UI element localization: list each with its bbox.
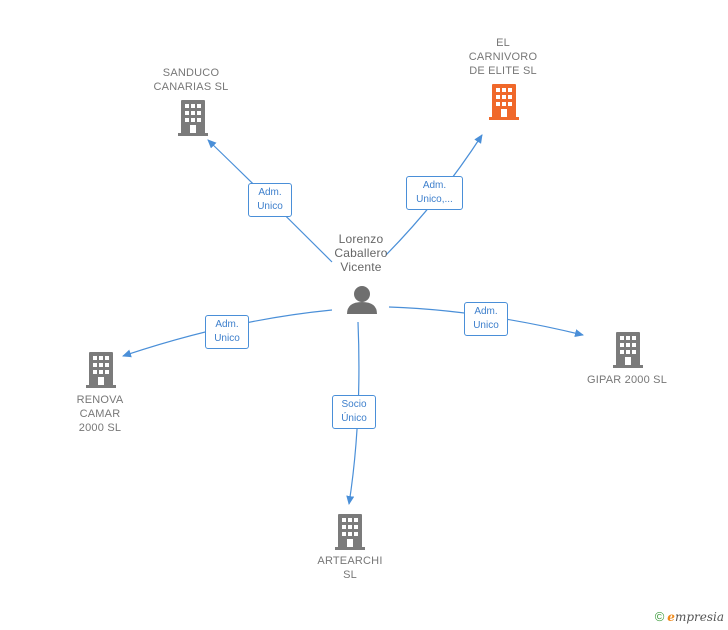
person-name-line: Vicente — [340, 260, 382, 274]
building-icon[interactable] — [613, 332, 643, 368]
edge-label-line: Adm. — [422, 180, 447, 191]
company-name-line: GIPAR 2000 SL — [586, 374, 668, 386]
company-label-sanduco[interactable]: SANDUCO CANARIAS SL — [136, 66, 246, 94]
edge-label-line: Adm. — [258, 187, 282, 198]
edge-label-line: Socio — [341, 399, 367, 410]
edge-label-artearchi: Socio Único — [332, 395, 376, 429]
company-label-artearchi[interactable]: ARTEARCHI SL — [295, 554, 405, 582]
edge-label-elcarnivoro: Adm. Unico,... — [406, 176, 463, 210]
edge-label-line: Adm. — [474, 306, 498, 317]
company-label-renova[interactable]: RENOVA CAMAR 2000 SL — [45, 393, 155, 435]
edge-label-line: Unico — [473, 320, 499, 331]
company-name-line: ARTEARCHI — [317, 555, 383, 567]
copyright-symbol: © — [654, 609, 665, 624]
company-name-line: 2000 SL — [78, 422, 122, 434]
edge-label-renova: Adm. Unico — [205, 315, 249, 349]
edge-label-gipar: Adm. Unico — [464, 302, 508, 336]
company-name-line: CANARIAS SL — [153, 81, 229, 93]
edge-label-line: Unico — [257, 201, 283, 212]
person-icon[interactable] — [347, 286, 377, 314]
building-icon[interactable] — [86, 352, 116, 388]
company-name-line: EL — [496, 37, 510, 49]
edge-label-line: Adm. — [215, 319, 239, 330]
edge-label-line: Unico,... — [416, 194, 453, 205]
company-label-gipar[interactable]: GIPAR 2000 SL — [572, 373, 682, 387]
brand-logo-rest: mpresia — [674, 609, 724, 624]
company-label-elcarnivoro[interactable]: EL CARNIVORO DE ELITE SL — [448, 36, 558, 78]
building-icon[interactable] — [489, 84, 519, 120]
footer-credit: © empresia — [655, 609, 724, 624]
company-name-line: DE ELITE SL — [469, 65, 537, 77]
brand-logo[interactable]: empresia — [667, 610, 724, 624]
company-name-line: RENOVA — [76, 394, 124, 406]
edge-label-line: Unico — [214, 333, 240, 344]
company-name-line: SL — [343, 569, 357, 581]
edge-label-line: Único — [341, 413, 367, 424]
person-name-line: Caballero — [334, 246, 388, 260]
brand-logo-initial: e — [667, 609, 675, 624]
center-person-label[interactable]: Lorenzo Caballero Vicente — [316, 232, 406, 274]
company-name-line: SANDUCO — [162, 67, 220, 79]
person-name-line: Lorenzo — [338, 232, 384, 246]
company-name-line: CARNIVORO — [468, 51, 538, 63]
building-icon[interactable] — [335, 514, 365, 550]
company-name-line: CAMAR — [79, 408, 121, 420]
edge-label-sanduco: Adm. Unico — [248, 183, 292, 217]
building-icon[interactable] — [178, 100, 208, 136]
